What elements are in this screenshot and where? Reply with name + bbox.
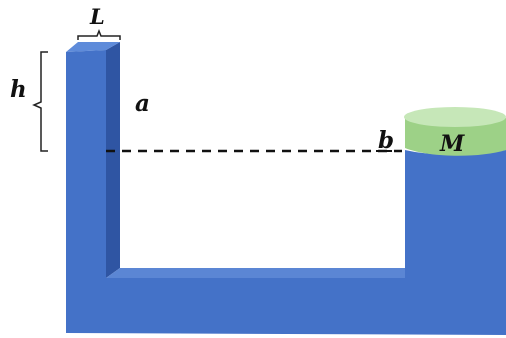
- tube-front-face: [66, 50, 506, 335]
- left-column-top: [66, 42, 120, 52]
- h-bracket: [32, 51, 48, 152]
- label-b: b: [378, 127, 394, 154]
- piston-side: [405, 118, 506, 156]
- L-bracket: [77, 28, 121, 40]
- label-a: a: [135, 90, 150, 117]
- piston-cylinder-icon: [404, 107, 506, 156]
- label-L: L: [89, 4, 105, 29]
- piston-top: [404, 107, 506, 127]
- label-M: M: [439, 131, 465, 157]
- left-column-side: [106, 42, 120, 278]
- channel-inner-top: [106, 268, 405, 278]
- label-h: h: [10, 76, 27, 103]
- u-tube-icon: [66, 42, 506, 335]
